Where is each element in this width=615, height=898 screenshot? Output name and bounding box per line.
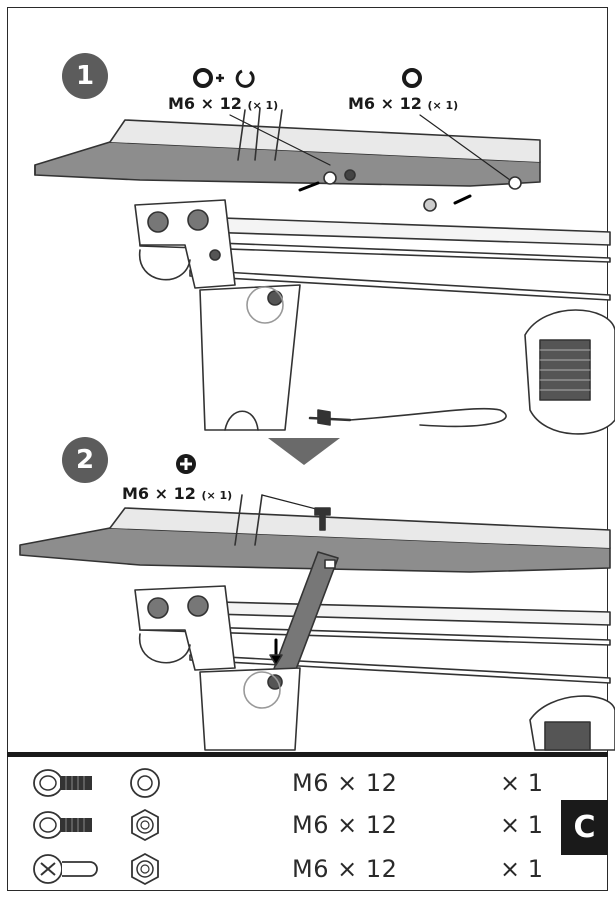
parts-row: M6 × 12 × 1 bbox=[30, 849, 560, 889]
parts-row: M6 × 12 × 1 bbox=[30, 763, 560, 803]
parts-row-size: M6 × 12 bbox=[292, 811, 398, 839]
washer-icon bbox=[402, 68, 422, 88]
flat-washer-icon bbox=[130, 768, 160, 798]
step-2-callout: M6 × 12 (× 1) bbox=[122, 484, 232, 503]
parts-row: M6 × 12 × 1 bbox=[30, 805, 560, 845]
parts-row-count: × 1 bbox=[500, 769, 544, 797]
hex-bolt-icon bbox=[33, 811, 92, 839]
step-1-callout-b: M6 × 12 (× 1) bbox=[348, 94, 458, 113]
bolt-plus-spring-washer-icon bbox=[193, 68, 255, 88]
hex-nut-icon bbox=[131, 852, 159, 886]
step-1-callout-b-qty: (× 1) bbox=[427, 99, 459, 112]
step-2-callout-size: M6 × 12 bbox=[122, 484, 196, 503]
parts-row-size: M6 × 12 bbox=[292, 769, 398, 797]
section-label: C bbox=[561, 800, 608, 855]
step-1-badge: 1 bbox=[62, 53, 108, 99]
step-1-callout-a: M6 × 12 (× 1) bbox=[168, 94, 278, 113]
assembly-illustration bbox=[19, 107, 615, 751]
hex-bolt-icon bbox=[33, 769, 92, 797]
step-2-callout-qty: (× 1) bbox=[201, 489, 233, 502]
cross-head-screw-icon bbox=[176, 454, 196, 474]
parts-list-divider bbox=[7, 752, 608, 757]
step-1-callout-a-size: M6 × 12 bbox=[168, 94, 242, 113]
hex-nut-icon bbox=[131, 808, 159, 842]
step-1-callout-a-qty: (× 1) bbox=[247, 99, 279, 112]
parts-row-size: M6 × 12 bbox=[292, 855, 398, 883]
parts-row-count: × 1 bbox=[500, 811, 544, 839]
step-1-callout-b-size: M6 × 12 bbox=[348, 94, 422, 113]
step-2-badge: 2 bbox=[62, 437, 108, 483]
step1-tray bbox=[34, 119, 541, 187]
page-frame bbox=[7, 7, 608, 891]
parts-row-count: × 1 bbox=[500, 855, 544, 883]
phillips-screw-icon bbox=[33, 854, 98, 884]
